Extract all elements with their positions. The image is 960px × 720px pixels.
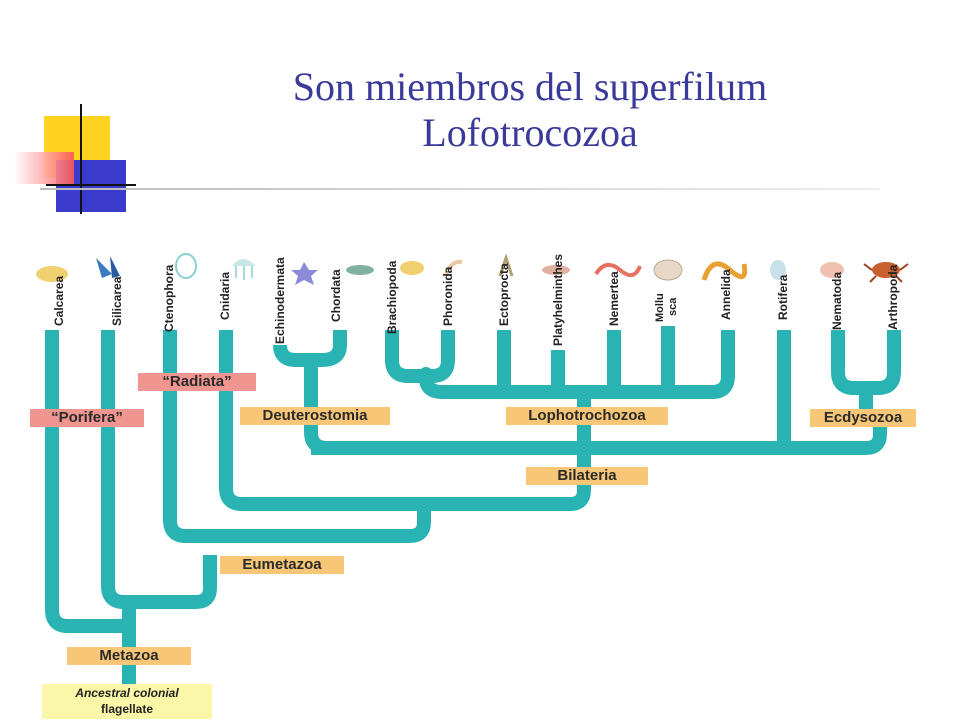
phoronid-icon bbox=[444, 259, 463, 275]
rotifer-icon bbox=[770, 260, 786, 280]
jellyfish-icon bbox=[232, 259, 256, 280]
horizontal-line bbox=[46, 184, 136, 186]
clade-label-radiata: “Radiata” bbox=[138, 373, 256, 391]
branch-brachiopoda-phoronida bbox=[385, 330, 455, 383]
taxon-calcarea: Calcarea bbox=[52, 275, 66, 326]
branch-cnidaria bbox=[219, 330, 591, 511]
shell-icon bbox=[653, 259, 683, 281]
taxon-ctenophora: Ctenophora bbox=[162, 264, 176, 332]
taxon-mollusca-part-2: sca bbox=[667, 297, 679, 316]
branch-silicarea bbox=[101, 330, 217, 609]
ribbon-worm-icon bbox=[594, 262, 642, 278]
branch-ctenophora bbox=[163, 330, 431, 543]
ancestor-label: Ancestral colonial flagellate bbox=[42, 684, 212, 719]
ancestor-label-line-1: Ancestral colonial bbox=[75, 686, 179, 700]
taxon-nematoda: Nematoda bbox=[830, 271, 844, 330]
fish-icon bbox=[346, 265, 374, 275]
title-line-1: Son miembros del superfilum bbox=[292, 64, 768, 109]
clade-label-deuterostomia: Deuterostomia bbox=[240, 407, 390, 425]
red-square bbox=[14, 152, 74, 184]
flatworm-icon bbox=[542, 265, 570, 275]
taxon-cnidaria: Cnidaria bbox=[218, 271, 232, 320]
branch-lophotrochozoa-bar bbox=[419, 330, 735, 399]
branch-porifera bbox=[45, 330, 128, 633]
clade-label-metazoa: Metazoa bbox=[67, 647, 191, 665]
branch-ecdysozoa bbox=[831, 330, 901, 395]
sponge-icon bbox=[36, 266, 68, 282]
clade-label-eumetazoa: Eumetazoa bbox=[220, 556, 344, 574]
bryozoan-icon bbox=[498, 253, 514, 277]
taxon-rotifera: Rotifera bbox=[776, 274, 790, 320]
slide-title: Son miembros del superfilum Lofotrocozoa bbox=[180, 64, 880, 156]
comb-jelly-icon bbox=[175, 253, 197, 279]
branch-bilateria bbox=[311, 412, 887, 455]
corner-decoration bbox=[10, 100, 140, 220]
taxon-mollusca-part-1: Mollu bbox=[654, 293, 666, 322]
organism-icons bbox=[36, 253, 909, 285]
taxon-arthropoda: Arthropoda bbox=[886, 264, 900, 330]
earthworm-icon bbox=[701, 261, 748, 281]
taxon-platyhelminthes: Platyhelminthes bbox=[551, 253, 565, 346]
brachiopod-icon bbox=[400, 261, 424, 275]
glass-sponge-icon bbox=[96, 256, 120, 278]
branch-deuterostomia-stem bbox=[304, 360, 328, 455]
title-line-2: Lofotrocozoa bbox=[422, 110, 638, 155]
taxon-phoronida: Phoronida bbox=[441, 266, 455, 326]
starfish-icon bbox=[291, 262, 318, 285]
taxon-annelida: Annelida bbox=[719, 269, 733, 320]
taxon-echinodermata: Echinodermata bbox=[273, 257, 287, 344]
taxon-chordata: Chordata bbox=[329, 269, 343, 322]
clade-label-bilateria: Bilateria bbox=[526, 467, 648, 485]
taxon-brachiopoda: Brachiopoda bbox=[385, 260, 399, 334]
crab-icon bbox=[863, 262, 909, 283]
clade-label-porifera: “Porifera” bbox=[30, 409, 144, 427]
taxon-silicarea: Silicarea bbox=[110, 276, 124, 326]
ancestor-label-line-2: flagellate bbox=[100, 702, 154, 716]
clade-label-ecdysozoa: Ecdysozoa bbox=[810, 409, 916, 427]
clade-label-lophotrochozoa: Lophotrochozoa bbox=[506, 407, 668, 425]
taxon-nemertea: Nemertea bbox=[607, 271, 621, 326]
vertical-line bbox=[80, 104, 82, 214]
branch-deuterostomia bbox=[273, 330, 347, 367]
title-divider bbox=[40, 188, 880, 190]
taxon-ectoprocta: Ectoprocta bbox=[497, 263, 511, 326]
nematode-icon bbox=[820, 262, 844, 278]
